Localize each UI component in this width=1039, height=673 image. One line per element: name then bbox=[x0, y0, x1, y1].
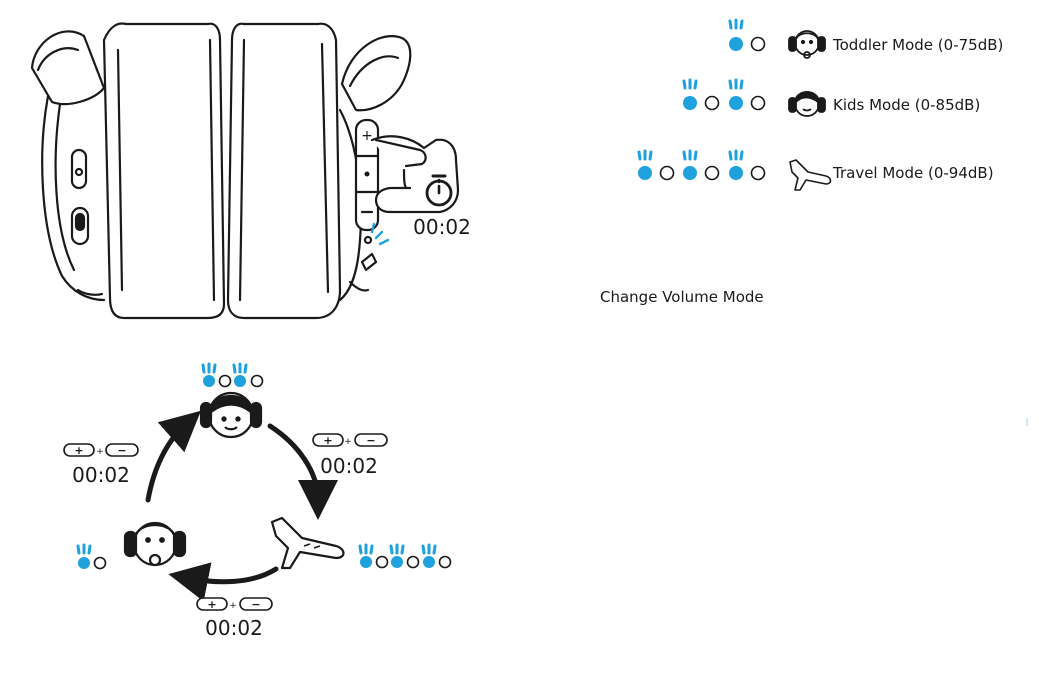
toddler-headphones-icon bbox=[123, 521, 187, 567]
caption: Change Volume Mode bbox=[600, 288, 764, 306]
mode-cycle: + + − 00:02 + + − 00:02 + + − 00:02 bbox=[63, 362, 452, 640]
toddler-headphones-icon bbox=[788, 30, 826, 59]
svg-text:+: + bbox=[207, 598, 216, 611]
arrow-kids-to-travel bbox=[267, 423, 338, 520]
svg-text:+: + bbox=[323, 434, 332, 447]
airplane-icon bbox=[270, 516, 345, 570]
headphone-illustration: + bbox=[30, 22, 460, 320]
led-indicator bbox=[682, 78, 766, 111]
svg-text:+: + bbox=[344, 437, 352, 447]
kid-headphones-icon bbox=[788, 91, 826, 117]
svg-text:+: + bbox=[361, 128, 373, 144]
led-indicator bbox=[201, 362, 264, 388]
svg-text:−: − bbox=[366, 434, 375, 447]
travel-mode-row: Travel Mode (0-94dB) bbox=[637, 149, 994, 191]
kids-mode-row: Kids Mode (0-85dB) bbox=[682, 78, 980, 117]
timer-bottom: 00:02 bbox=[205, 616, 263, 640]
led-indicator bbox=[637, 149, 766, 181]
svg-text:+: + bbox=[96, 447, 104, 457]
cycle-arrows bbox=[145, 410, 338, 602]
svg-text:+: + bbox=[229, 601, 237, 611]
timer-right: 00:02 bbox=[320, 454, 378, 478]
arrow-toddler-to-kids bbox=[145, 410, 201, 503]
button-combo-left: + + − 00:02 bbox=[63, 443, 139, 487]
svg-text:−: − bbox=[117, 444, 126, 457]
kid-headphones-icon bbox=[199, 391, 263, 439]
toddler-mode-row: Toddler Mode (0-75dB) bbox=[728, 18, 1003, 59]
arrow-travel-to-toddler bbox=[168, 562, 279, 602]
toddler-mode-label: Toddler Mode (0-75dB) bbox=[832, 36, 1003, 54]
led-indicator bbox=[76, 543, 107, 570]
svg-text:+: + bbox=[74, 444, 83, 457]
hold-timer: 00:02 bbox=[413, 215, 471, 239]
airplane-icon bbox=[789, 159, 832, 191]
led-indicator bbox=[358, 543, 452, 569]
button-combo-right: + + − 00:02 bbox=[312, 433, 388, 478]
cycle-kids-node bbox=[199, 362, 264, 439]
led-indicator bbox=[728, 18, 766, 52]
cycle-toddler-node bbox=[76, 521, 187, 570]
kids-mode-label: Kids Mode (0-85dB) bbox=[833, 96, 980, 114]
cycle-travel-node bbox=[270, 516, 452, 570]
svg-text:−: − bbox=[251, 598, 260, 611]
travel-mode-label: Travel Mode (0-94dB) bbox=[832, 164, 994, 182]
button-combo-bottom: + + − 00:02 bbox=[196, 597, 273, 640]
mode-legend: Toddler Mode (0-75dB) Kids Mo bbox=[637, 18, 1003, 191]
timer-left: 00:02 bbox=[72, 463, 130, 487]
